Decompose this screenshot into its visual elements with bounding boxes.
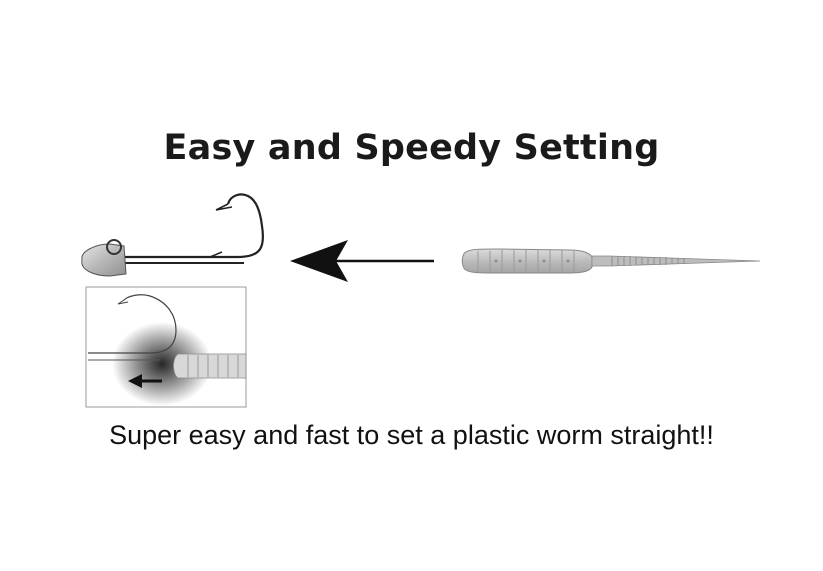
caption-text: Super easy and fast to set a plastic wor… <box>109 420 714 450</box>
left-arrow-icon <box>290 240 434 282</box>
jighead-hook-icon <box>81 193 264 277</box>
plastic-worm-icon <box>461 248 761 274</box>
page-title: Easy and Speedy Setting <box>163 128 660 168</box>
inset-photo-icon <box>85 286 247 408</box>
